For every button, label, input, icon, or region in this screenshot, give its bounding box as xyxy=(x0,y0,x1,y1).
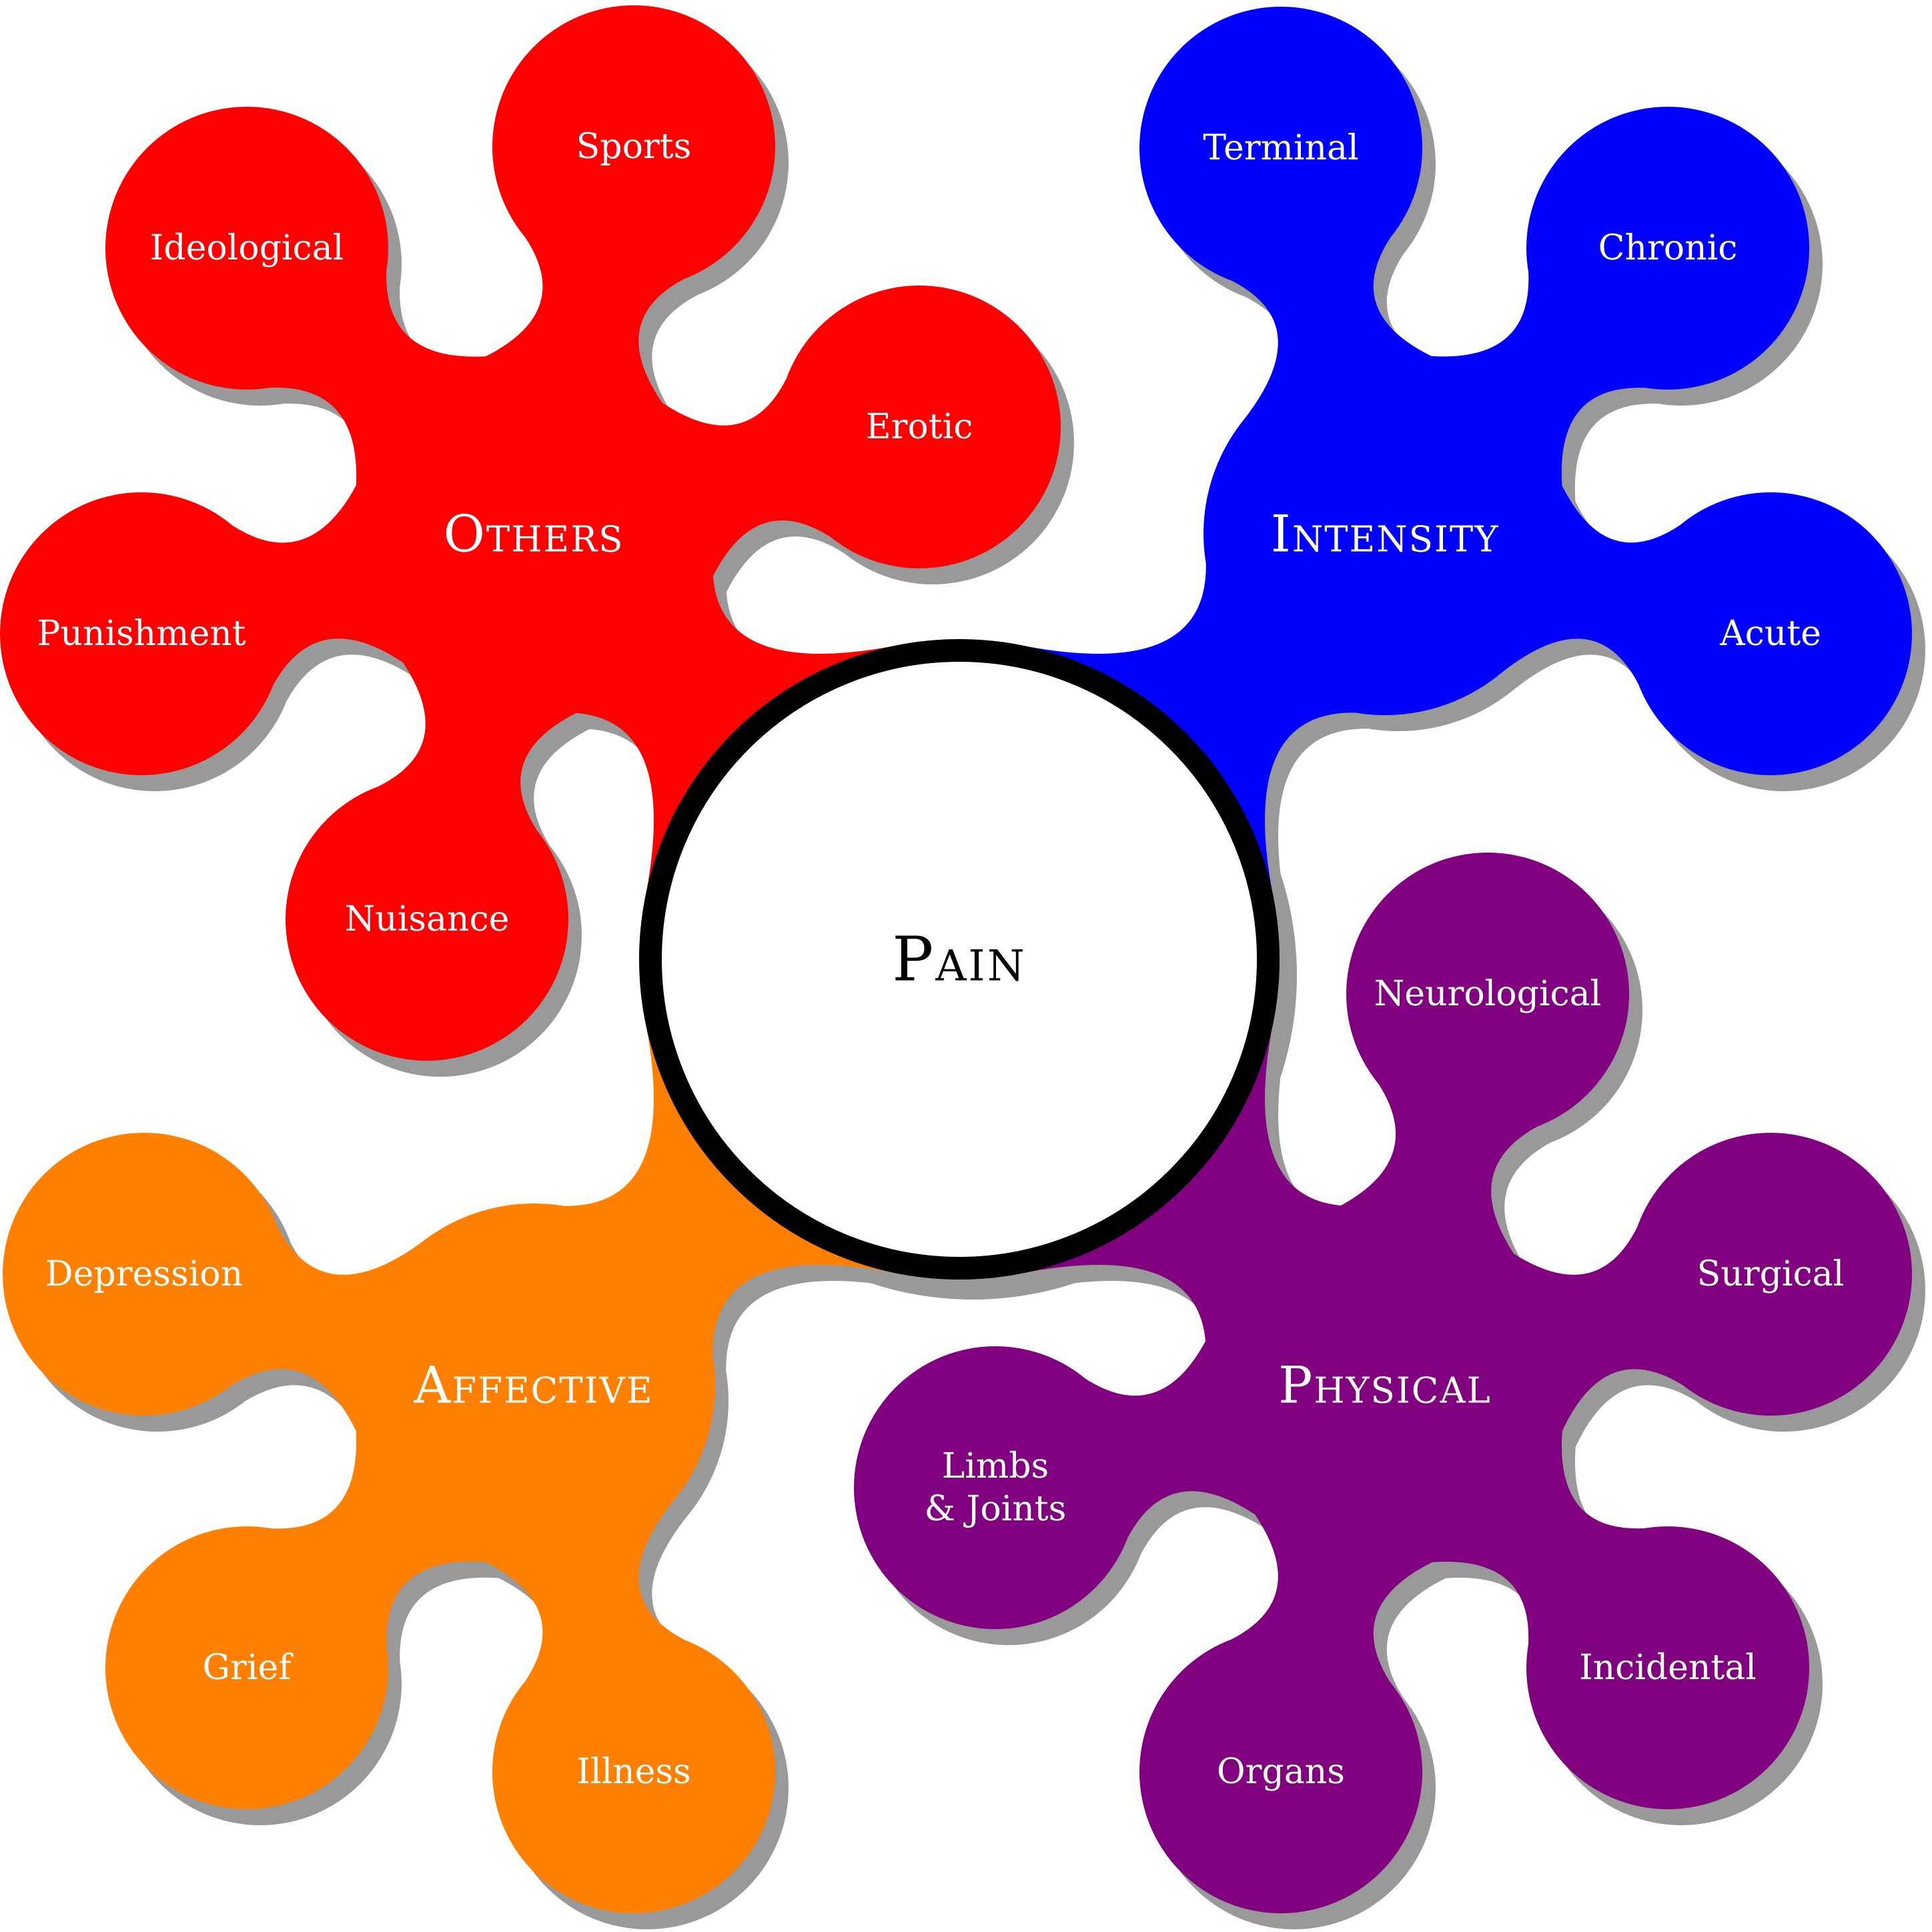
intensity-hub-node xyxy=(1203,352,1566,715)
limbs-label-line-2: & Joints xyxy=(925,1489,1067,1529)
node-layer xyxy=(0,5,1912,1913)
organs-node xyxy=(1139,1630,1422,1913)
erotic-label: Erotic xyxy=(866,407,973,447)
sports-node xyxy=(492,5,775,288)
incidental-node xyxy=(1526,1526,1809,1809)
label-layer: Others SportsIdeologicalEroticPunishmentN… xyxy=(37,127,1844,1792)
affective-hub-label: Affective xyxy=(414,1356,654,1415)
illness-node xyxy=(492,1630,775,1913)
grief-node xyxy=(105,1526,388,1809)
others-hub-label: Others xyxy=(444,504,624,564)
neurological-label: Neurological xyxy=(1374,974,1602,1014)
ideological-label: Ideological xyxy=(150,228,344,268)
affective-hub-node xyxy=(352,1203,715,1566)
punishment-label: Punishment xyxy=(37,614,246,654)
center-node xyxy=(639,639,1280,1280)
terminal-node xyxy=(1139,7,1422,290)
limbs-node xyxy=(854,1346,1137,1629)
center-label: Pain xyxy=(892,924,1026,995)
terminal-label: Terminal xyxy=(1203,128,1358,168)
acute-node xyxy=(1629,492,1912,775)
grief-connector xyxy=(271,1413,503,1646)
incidental-connector xyxy=(1414,1414,1645,1645)
nuisance-label: Nuisance xyxy=(345,899,510,939)
limbs-label-line-1: Limbs xyxy=(942,1446,1049,1486)
physical-hub-label: Physical xyxy=(1278,1356,1492,1415)
organs-label: Organs xyxy=(1217,1752,1345,1792)
depression-label: Depression xyxy=(45,1254,243,1294)
chronic-connector xyxy=(1414,272,1646,503)
nuisance-node xyxy=(286,778,568,1061)
punishment-node xyxy=(0,492,283,775)
neurological-node xyxy=(1346,853,1629,1135)
chronic-label: Chronic xyxy=(1598,228,1738,268)
surgical-node xyxy=(1629,1133,1912,1416)
physical-hub-node xyxy=(1203,1203,1566,1566)
surgical-label: Surgical xyxy=(1697,1254,1845,1294)
chronic-node xyxy=(1526,107,1809,390)
depression-node xyxy=(3,1133,286,1416)
incidental-label: Incidental xyxy=(1579,1648,1757,1688)
illness-label: Illness xyxy=(576,1752,690,1792)
grief-label: Grief xyxy=(202,1648,294,1688)
sports-label: Sports xyxy=(576,127,692,167)
acute-label: Acute xyxy=(1719,614,1821,654)
ideological-node xyxy=(105,107,388,390)
erotic-node xyxy=(778,286,1061,568)
intensity-hub-label: Intensity xyxy=(1271,504,1499,564)
others-hub-node xyxy=(352,352,715,715)
